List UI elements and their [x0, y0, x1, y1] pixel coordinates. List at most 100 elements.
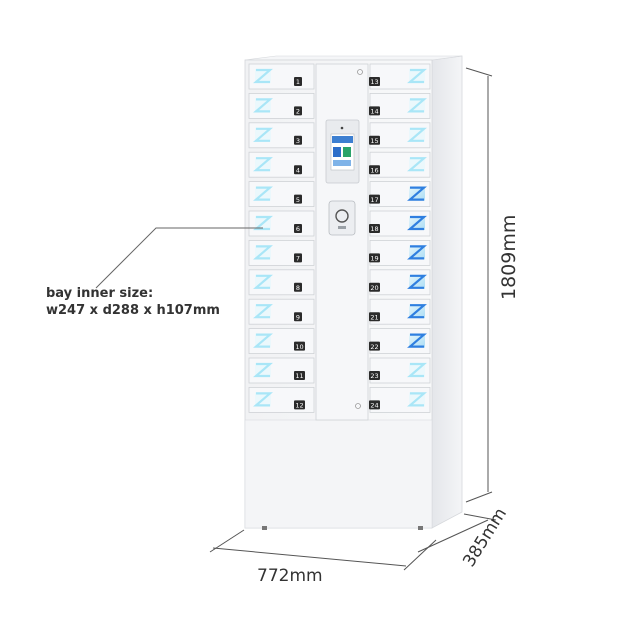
locker-door-14[interactable]: 14 [369, 93, 431, 119]
wireless-charging-icon [407, 215, 427, 231]
locker-door-3[interactable]: 3 [248, 122, 315, 149]
width-tick-left [209, 529, 245, 553]
depth-dimension-line [417, 519, 489, 553]
card-reader[interactable] [328, 200, 356, 236]
locker-number: 6 [296, 225, 300, 233]
locker-number: 13 [370, 78, 378, 86]
cabinet-base [244, 419, 433, 529]
locker-number-badge [294, 106, 302, 116]
locker-number: 16 [370, 166, 378, 174]
locker-door-19[interactable]: 19 [369, 239, 431, 266]
locker-number-badge [294, 253, 302, 263]
locker-door-11[interactable]: 11 [248, 357, 315, 384]
locker-number: 22 [370, 343, 378, 351]
wireless-charging-icon [253, 333, 273, 348]
card-reader-indicator [338, 226, 346, 229]
locker-number: 18 [370, 225, 378, 233]
locker-door-9[interactable]: 9 [248, 298, 315, 325]
cabinet-side-panel [431, 55, 463, 529]
wireless-charging-icon [253, 215, 273, 231]
locker-door-22[interactable]: 22 [369, 328, 431, 355]
locker-door-20[interactable]: 20 [369, 269, 431, 296]
locker-number: 14 [370, 108, 378, 116]
height-label: 1809mm [498, 215, 520, 300]
wireless-charging-icon [407, 333, 427, 348]
locker-number: 3 [296, 137, 300, 145]
bay-size-label: bay inner size: [46, 286, 153, 301]
locker-number: 23 [370, 372, 378, 380]
touchscreen-tile-green [343, 147, 351, 157]
locker-number: 19 [370, 255, 378, 263]
bay-size-value: w247 x d288 x h107mm [46, 303, 220, 318]
locker-number: 24 [370, 402, 378, 410]
locker-number: 4 [296, 166, 300, 174]
wireless-charging-icon [253, 362, 273, 378]
locker-number-badge [294, 135, 302, 145]
locker-door-2[interactable]: 2 [248, 93, 315, 119]
locker-door-23[interactable]: 23 [369, 357, 431, 384]
locker-door-18[interactable]: 18 [369, 210, 431, 237]
locker-door-24[interactable]: 24 [369, 386, 431, 413]
locker-number-badge [369, 282, 380, 292]
touchscreen-header-bar [332, 136, 353, 143]
center-control-panel [315, 63, 369, 421]
depth-tick-right [463, 513, 497, 521]
wireless-charging-icon [407, 245, 427, 260]
locker-number: 5 [296, 196, 300, 204]
locker-door-15[interactable]: 15 [369, 122, 431, 149]
locker-number-badge [294, 312, 302, 322]
locker-door-5[interactable]: 5 [248, 181, 315, 208]
locker-door-12[interactable]: 12 [248, 386, 315, 413]
wireless-charging-icon [407, 274, 427, 289]
width-dimension-line [212, 547, 407, 567]
wireless-charging-icon [407, 304, 427, 319]
locker-number-badge [294, 77, 302, 86]
panel-screw-top [357, 69, 363, 75]
locker-number-badge [294, 165, 302, 175]
locker-number-badge [294, 341, 305, 351]
locker-door-16[interactable]: 16 [369, 151, 431, 178]
locker-number-badge [369, 371, 380, 380]
locker-number-badge [369, 224, 380, 233]
wireless-charging-icon [253, 68, 273, 84]
touchscreen-footer-bar [333, 160, 351, 166]
locker-number: 12 [295, 402, 303, 410]
locker-door-1[interactable]: 1 [248, 63, 315, 90]
locker-door-4[interactable]: 4 [248, 151, 315, 178]
wireless-charging-icon [407, 68, 427, 84]
locker-door-13[interactable]: 13 [369, 63, 431, 90]
locker-number: 17 [370, 196, 378, 204]
locker-door-21[interactable]: 21 [369, 298, 431, 325]
locker-number: 20 [370, 284, 378, 292]
locker-number: 11 [295, 372, 303, 380]
locker-number-badge [369, 312, 380, 322]
locker-number-badge [369, 400, 380, 410]
locker-number: 8 [296, 284, 300, 292]
height-tick-top [465, 67, 493, 77]
locker-number: 1 [296, 78, 300, 86]
locker-number-badge [294, 224, 302, 233]
locker-number-badge [294, 400, 305, 410]
wireless-charging-icon [407, 362, 427, 378]
locker-number-badge [369, 253, 380, 263]
cabinet-foot-left [262, 526, 267, 530]
wireless-charging-icon [253, 157, 273, 172]
wireless-charging-icon [253, 274, 273, 289]
wireless-charging-icon [253, 392, 273, 407]
panel-screw-bottom [355, 403, 361, 409]
touchscreen-tile-blue [333, 147, 341, 157]
wireless-charging-icon [253, 127, 273, 142]
locker-door-6[interactable]: 6 [248, 210, 315, 237]
locker-door-10[interactable]: 10 [248, 328, 315, 355]
locker-door-8[interactable]: 8 [248, 269, 315, 296]
width-label: 772mm [257, 566, 323, 586]
locker-number-badge [369, 106, 380, 116]
locker-number: 10 [295, 343, 303, 351]
cabinet-top [244, 55, 463, 61]
locker-number: 7 [296, 255, 300, 263]
locker-door-17[interactable]: 17 [369, 181, 431, 208]
camera-icon [340, 126, 344, 130]
locker-door-7[interactable]: 7 [248, 239, 315, 266]
